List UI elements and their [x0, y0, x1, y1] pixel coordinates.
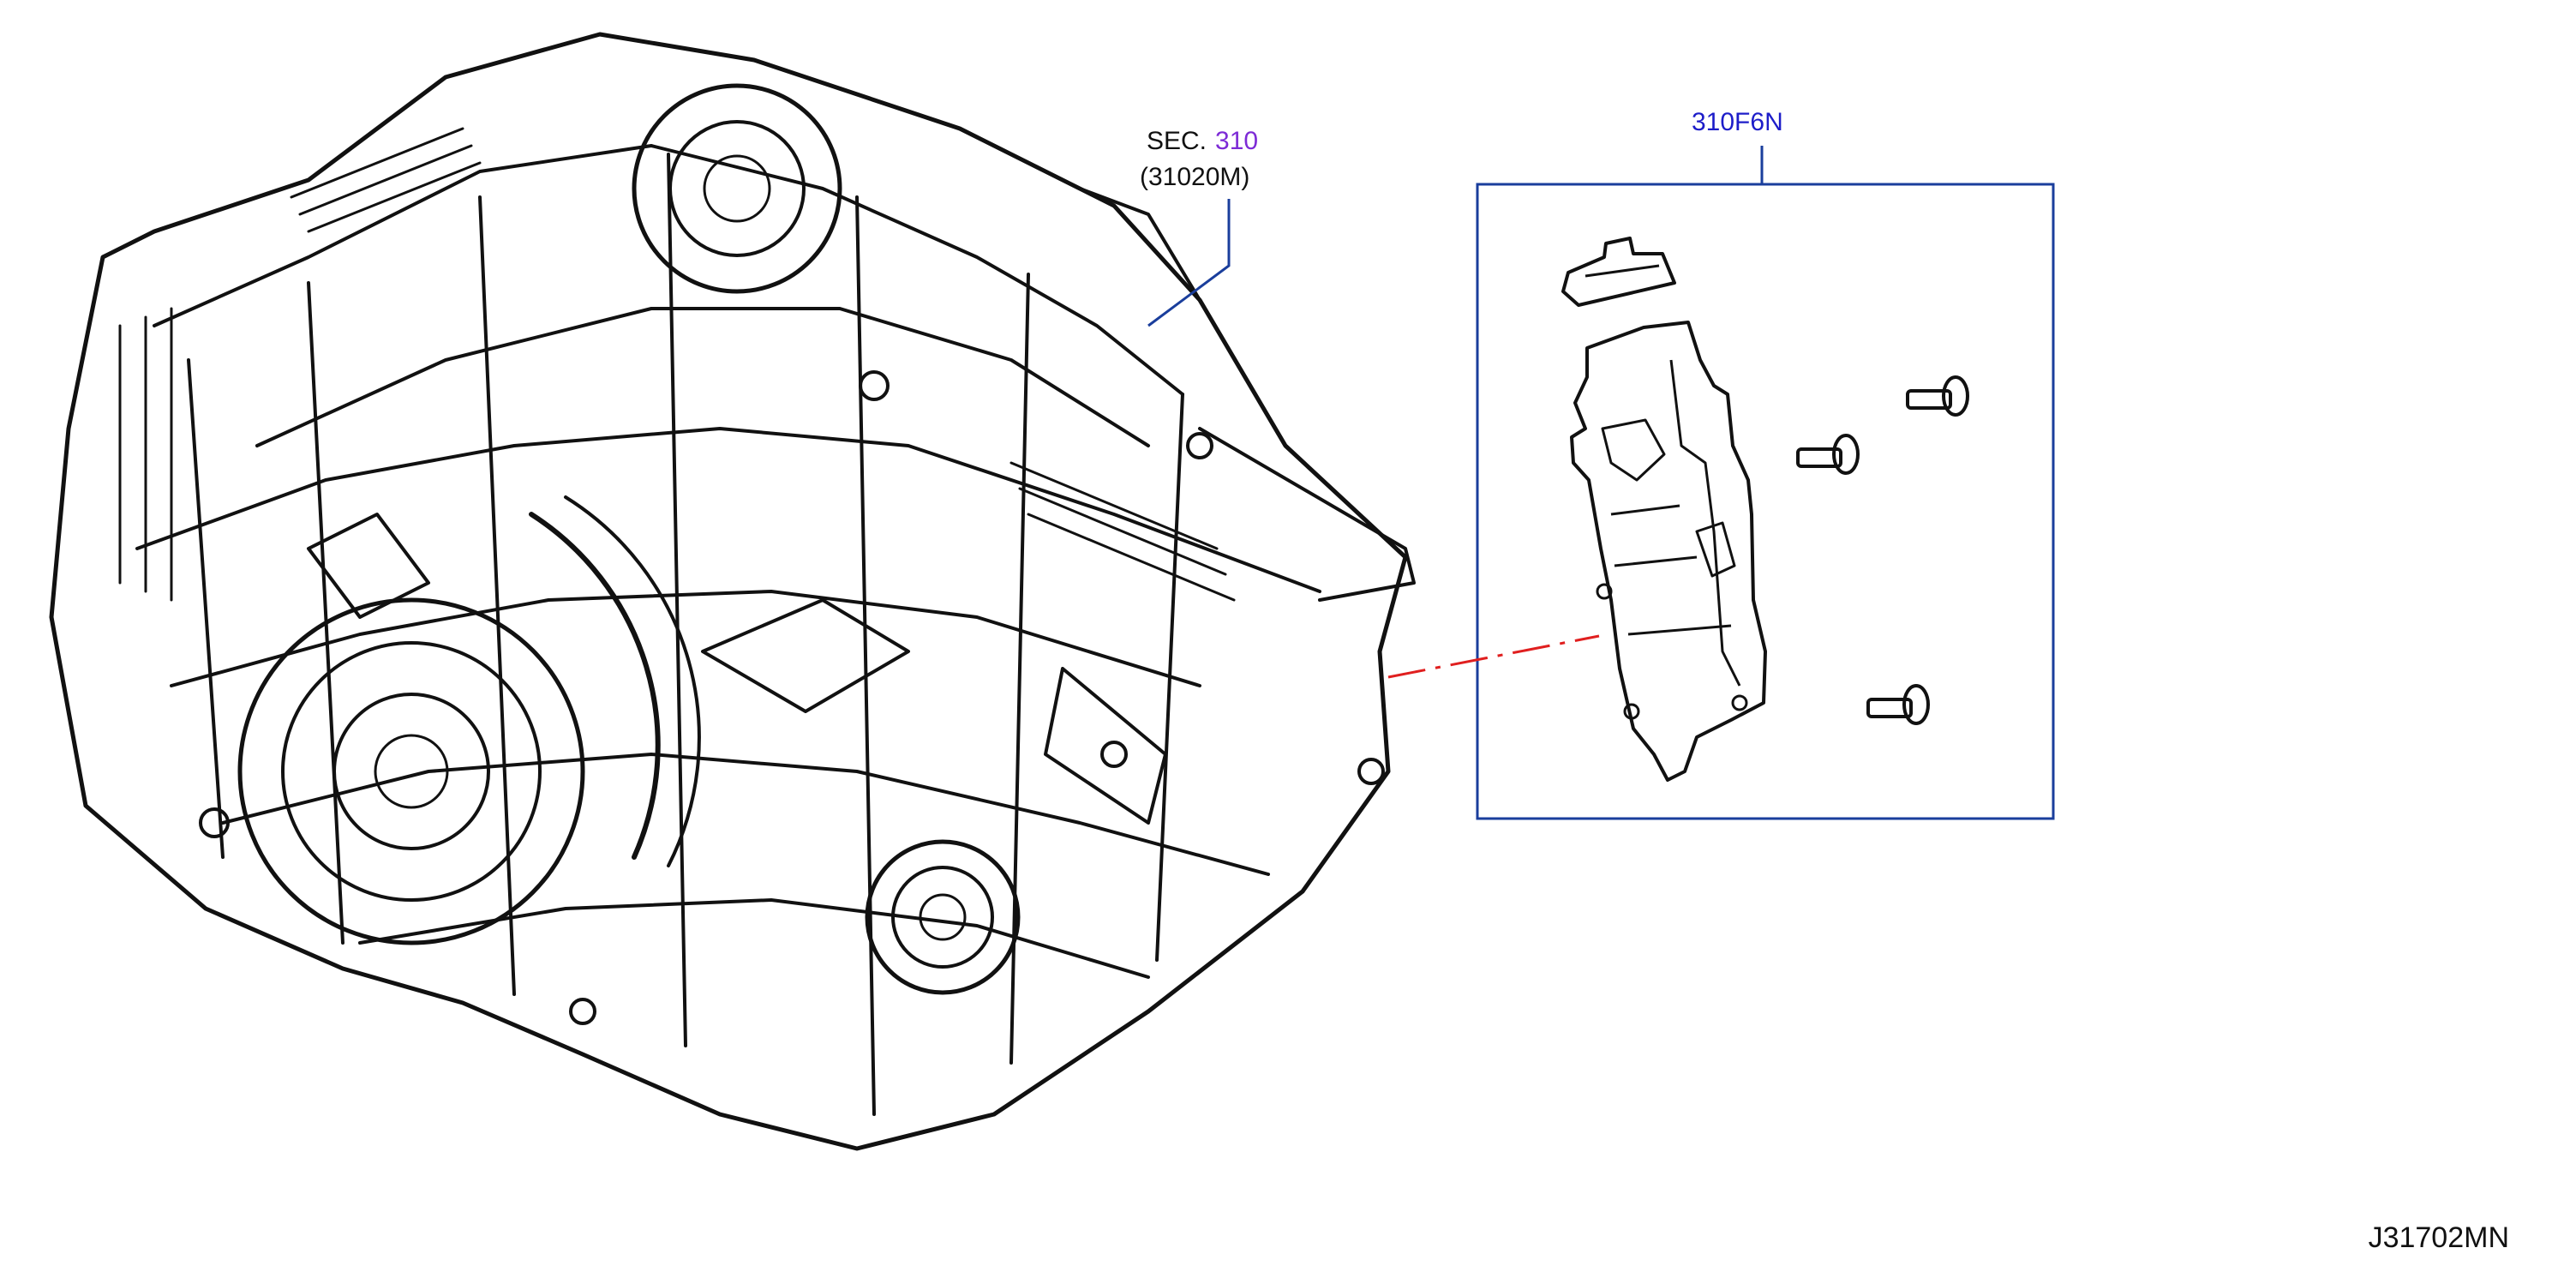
bolt-icon: [1796, 434, 1860, 475]
section-prefix: SEC.: [1147, 127, 1207, 155]
diagram-id: J31702MN: [2368, 1221, 2509, 1254]
control-module-drawing: [1561, 237, 1767, 782]
section-number-link[interactable]: 310: [1215, 127, 1259, 155]
part-number-link[interactable]: 310F6N: [1692, 108, 1783, 136]
bolt-icon: [1906, 375, 1969, 417]
section-reference-label: SEC. 310: [1147, 129, 1258, 154]
mounting-dash-dot-line: [1387, 634, 1600, 679]
transmission-assembly-drawing: [49, 32, 1416, 1151]
section-sub-code: (31020M): [1140, 163, 1250, 191]
section-leader-line: [1147, 199, 1231, 327]
bolt-icon: [1866, 684, 1930, 725]
part-group-box: [1476, 183, 2055, 820]
